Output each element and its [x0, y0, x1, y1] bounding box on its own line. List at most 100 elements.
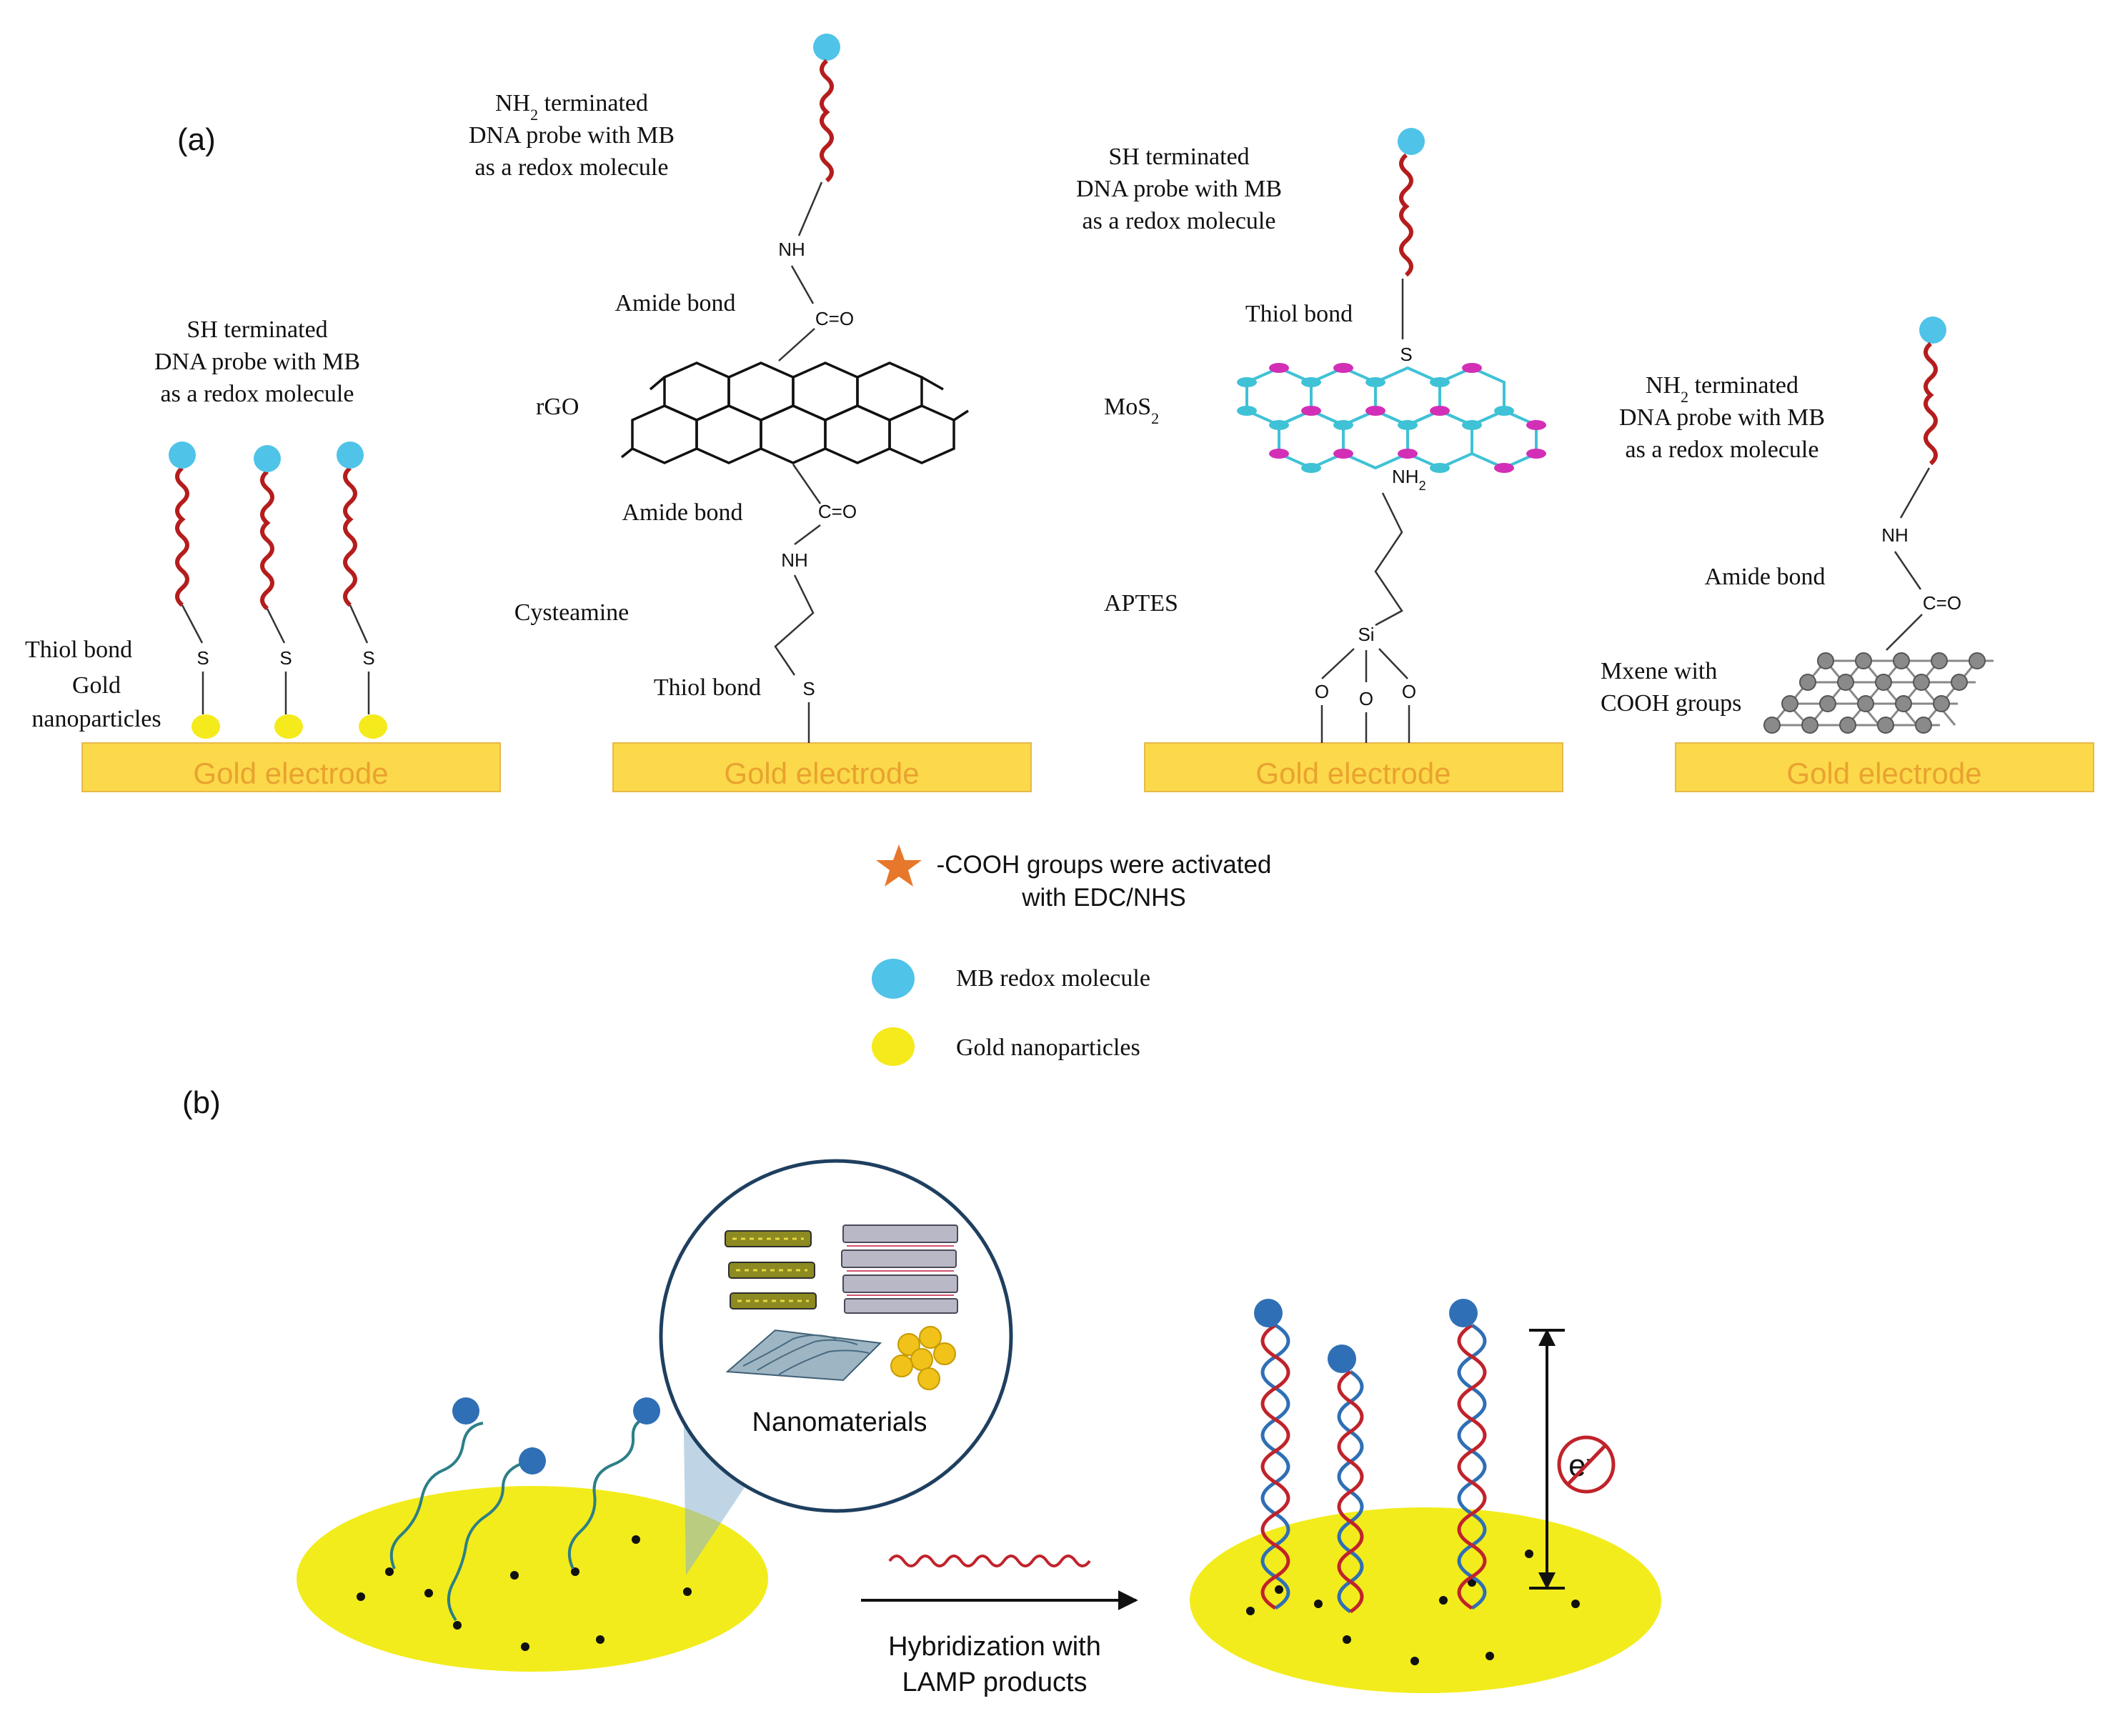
gold-nanoparticle [359, 714, 387, 739]
electrode-2: Gold electrode [612, 742, 1032, 792]
col1-gold-label-1: Gold [72, 672, 121, 699]
svg-text:DNA probe with MB: DNA probe with MB [154, 349, 360, 375]
electrode-disc-left [297, 1486, 768, 1672]
col1-probe-2: S [254, 445, 303, 739]
svg-text:C=O: C=O [818, 501, 857, 522]
gold-nanoparticles-icon [890, 1326, 956, 1390]
svg-text:DNA probe with MB: DNA probe with MB [1619, 404, 1825, 431]
electrode-disc-right [1190, 1507, 1661, 1693]
col2-amide-2: Amide bond [622, 499, 742, 526]
star-icon [876, 844, 922, 887]
svg-text:C=O: C=O [815, 308, 854, 329]
probe-blue-dot [452, 1397, 479, 1425]
electron-blocked-icon: e- [1557, 1435, 1616, 1494]
electrode-2-label: Gold electrode [724, 757, 919, 790]
svg-text:Si: Si [1358, 624, 1374, 645]
col2-amide-1: Amide bond [614, 290, 735, 316]
cysteamine-label: Cysteamine [514, 599, 629, 626]
col1-probe-1: S [169, 442, 220, 739]
mb-dot [813, 34, 840, 61]
helix-1 [1254, 1299, 1290, 1610]
svg-text:O: O [1359, 688, 1373, 709]
col1-probe-3: S [337, 442, 387, 739]
helix-3 [1449, 1299, 1487, 1610]
col3-probe-caption: SH terminated DNA probe with MB as a red… [1076, 144, 1282, 234]
distance-indicator [1529, 1329, 1565, 1590]
mb-dot [169, 442, 196, 469]
gold-nanoparticle [274, 714, 303, 739]
electrode-1-label: Gold electrode [193, 757, 388, 790]
mxene-label-1: Mxene with [1601, 658, 1717, 684]
svg-text:NH: NH [781, 549, 808, 571]
col1-probe-caption: SH terminated DNA probe with MB as a red… [154, 316, 360, 407]
gold-legend-dot [872, 1027, 915, 1066]
hybridization-label-1: Hybridization with [888, 1632, 1101, 1662]
col4-probe: NH C=O [1881, 316, 1961, 651]
rgo-sheet [620, 361, 969, 464]
svg-text:SH terminated: SH terminated [186, 316, 327, 343]
hybridization-label-2: LAMP products [902, 1667, 1087, 1697]
col2-thiol-label: Thiol bond [654, 674, 761, 701]
mxene-layers-icon [841, 1224, 958, 1314]
nanomaterials-callout: Nanomaterials [659, 1159, 1013, 1575]
mos2-layers-icon [725, 1230, 817, 1310]
col3-probe: S [1398, 128, 1425, 365]
probes-left [389, 1397, 660, 1622]
svg-text:as a redox molecule: as a redox molecule [161, 381, 354, 407]
mb-dot [254, 445, 281, 472]
svg-text:C=O: C=O [1923, 592, 1961, 614]
svg-text:DNA probe with MB: DNA probe with MB [1076, 176, 1282, 202]
col2-link-lower: C=O NH S [774, 464, 857, 743]
svg-text:S: S [196, 647, 209, 669]
svg-text:as a redox molecule: as a redox molecule [1626, 437, 1819, 463]
svg-text:NH: NH [778, 239, 805, 260]
mxene-lattice [1763, 652, 1994, 734]
legend-gold-label: Gold nanoparticles [956, 1034, 1140, 1061]
electrode-3-label: Gold electrode [1255, 757, 1450, 790]
svg-text:NH: NH [1881, 524, 1909, 546]
panel-b-label: (b) [182, 1085, 221, 1120]
svg-text:NH2: NH2 [1392, 466, 1426, 493]
graphene-sheet-icon [725, 1329, 882, 1382]
svg-text:as a redox molecule: as a redox molecule [1083, 208, 1276, 234]
mos2-label: MoS2 [1104, 394, 1159, 427]
legend-star-line2: with EDC/NHS [1021, 884, 1185, 912]
mb-dot [1919, 316, 1946, 344]
svg-text:as a redox molecule: as a redox molecule [475, 154, 669, 181]
mb-dot [1398, 128, 1425, 155]
probe-blue-dot [633, 1397, 660, 1425]
rgo-label: rGO [536, 394, 579, 420]
lamp-product-strand [888, 1555, 1091, 1567]
svg-text:S: S [362, 647, 374, 669]
electrode-3: Gold electrode [1144, 742, 1563, 792]
col2-probe: NH C=O [778, 34, 854, 361]
svg-text:e-: e- [1568, 1447, 1593, 1484]
legend-star-line1: -COOH groups were activated [937, 851, 1272, 879]
probe-blue-dot [1254, 1299, 1283, 1327]
helix-2 [1328, 1345, 1364, 1614]
mb-legend-dot [872, 959, 915, 999]
svg-text:S: S [1400, 344, 1412, 365]
svg-text:NH2 terminated: NH2 terminated [1646, 372, 1798, 406]
mos2-sheet [1237, 363, 1546, 473]
svg-text:O: O [1402, 681, 1416, 702]
svg-text:O: O [1315, 681, 1329, 702]
probe-blue-dot [519, 1447, 546, 1475]
panel-a-label: (a) [177, 122, 216, 157]
svg-text:DNA probe with MB: DNA probe with MB [469, 122, 675, 149]
col1-thiol-label: Thiol bond [25, 637, 132, 663]
svg-text:NH2 terminated: NH2 terminated [495, 90, 648, 124]
col3-aptes-link: NH2 Si O O O [1315, 466, 1426, 743]
col4-probe-caption: NH2 terminated DNA probe with MB as a re… [1619, 372, 1825, 463]
col1-gold-label-2: nanoparticles [31, 706, 161, 732]
gold-nanoparticle [191, 714, 220, 739]
col2-probe-caption: NH2 terminated DNA probe with MB as a re… [469, 90, 675, 181]
nanomaterials-label: Nanomaterials [752, 1407, 927, 1437]
svg-text:S: S [279, 647, 292, 669]
legend: -COOH groups were activated with EDC/NHS… [872, 844, 1271, 1066]
col4-amide-label: Amide bond [1704, 564, 1825, 590]
svg-text:S: S [802, 678, 815, 699]
mxene-label-2: COOH groups [1601, 690, 1741, 717]
electrode-4: Gold electrode [1675, 742, 2094, 792]
